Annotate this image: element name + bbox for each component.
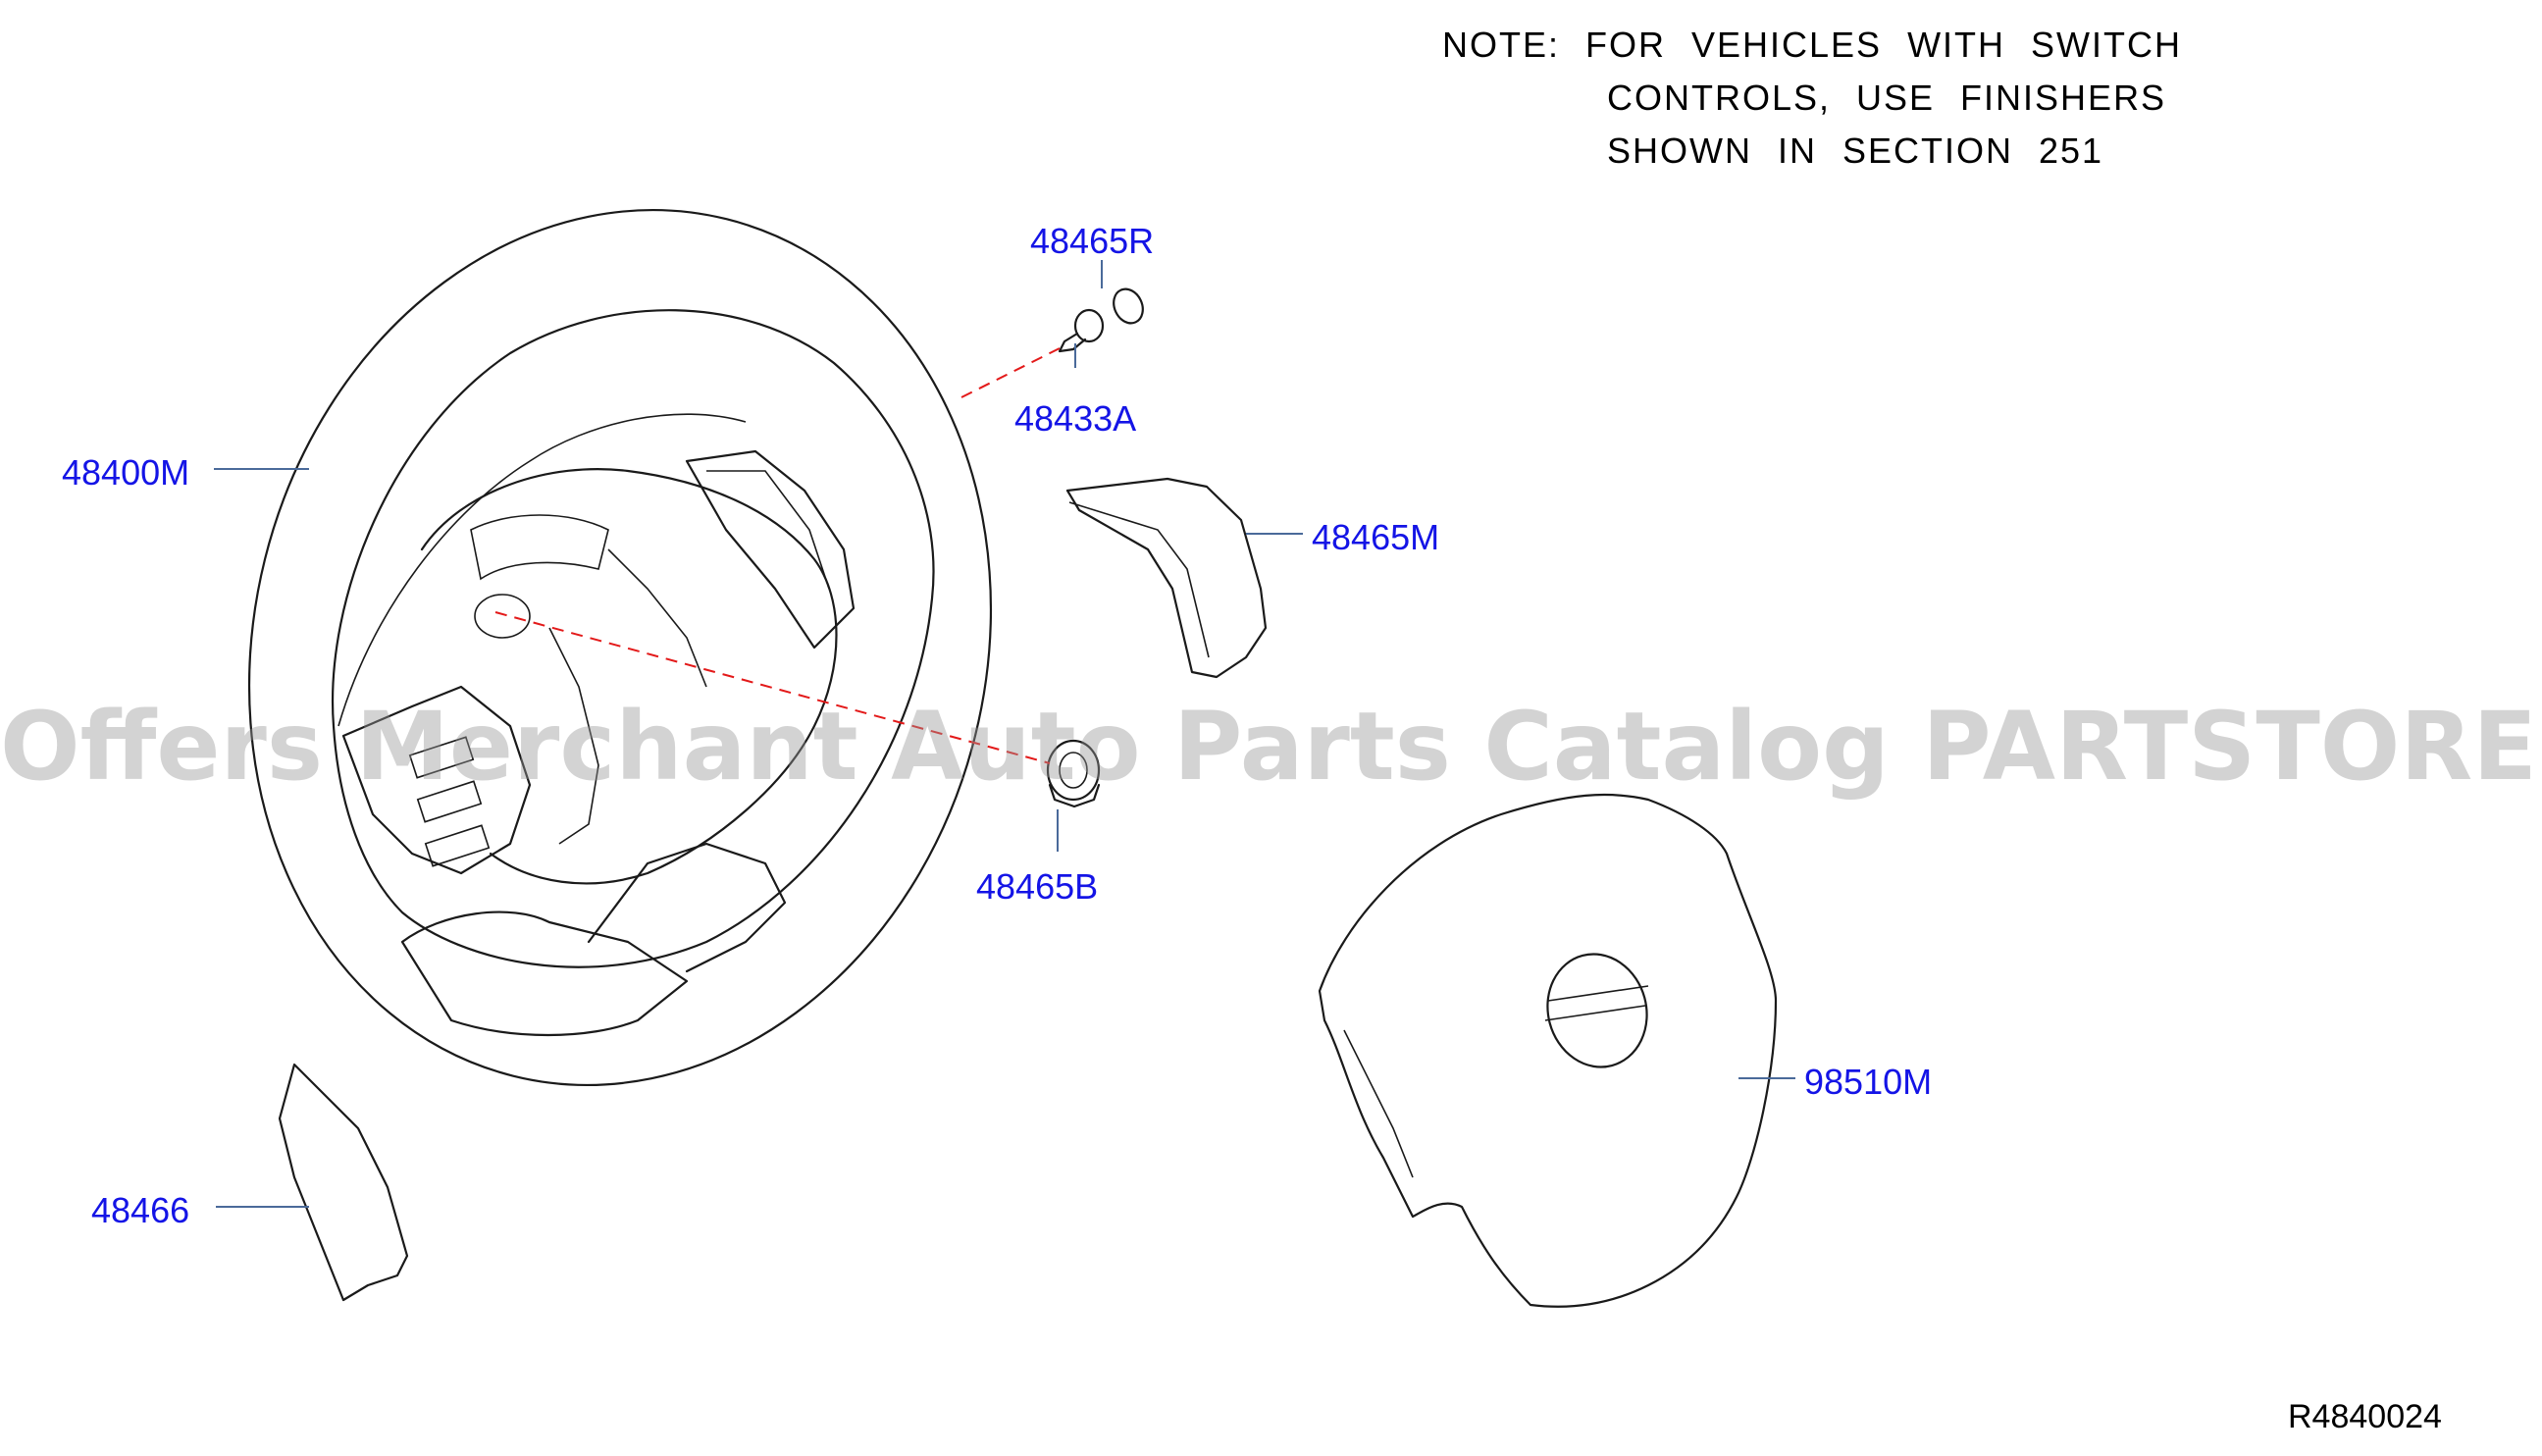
centerline-bolt	[960, 347, 1061, 398]
finisher-48465m-drawing	[1065, 477, 1268, 679]
steering-wheel-drawing	[247, 209, 993, 1086]
watermark: Offers Merchant Auto Parts Catalog PARTS…	[0, 692, 2542, 802]
part-label-48400m[interactable]: 48400M	[62, 452, 190, 493]
part-label-48466[interactable]: 48466	[91, 1190, 190, 1230]
diagram-reference-number: R4840024	[2288, 1398, 2442, 1435]
clip-48465b-drawing	[1046, 739, 1101, 808]
centerline-clip	[494, 611, 1051, 764]
note-line-2: CONTROLS, USE FINISHERS	[1607, 78, 2167, 118]
part-label-98510m[interactable]: 98510M	[1804, 1062, 1933, 1102]
finisher-48466-drawing	[278, 1063, 409, 1302]
note-line-1: NOTE: FOR VEHICLES WITH SWITCH	[1442, 25, 2183, 65]
part-label-48465m[interactable]: 48465M	[1312, 517, 1440, 557]
airbag-module-98510m-drawing	[1318, 793, 1778, 1308]
part-label-48433a[interactable]: 48433A	[1014, 398, 1137, 439]
bolt-48433a-drawing	[1058, 308, 1105, 353]
note-line-3: SHOWN IN SECTION 251	[1607, 130, 2104, 171]
part-label-48465b[interactable]: 48465B	[976, 866, 1099, 907]
part-label-48465r[interactable]: 48465R	[1030, 221, 1155, 261]
cap-48465r-drawing	[1113, 287, 1144, 325]
